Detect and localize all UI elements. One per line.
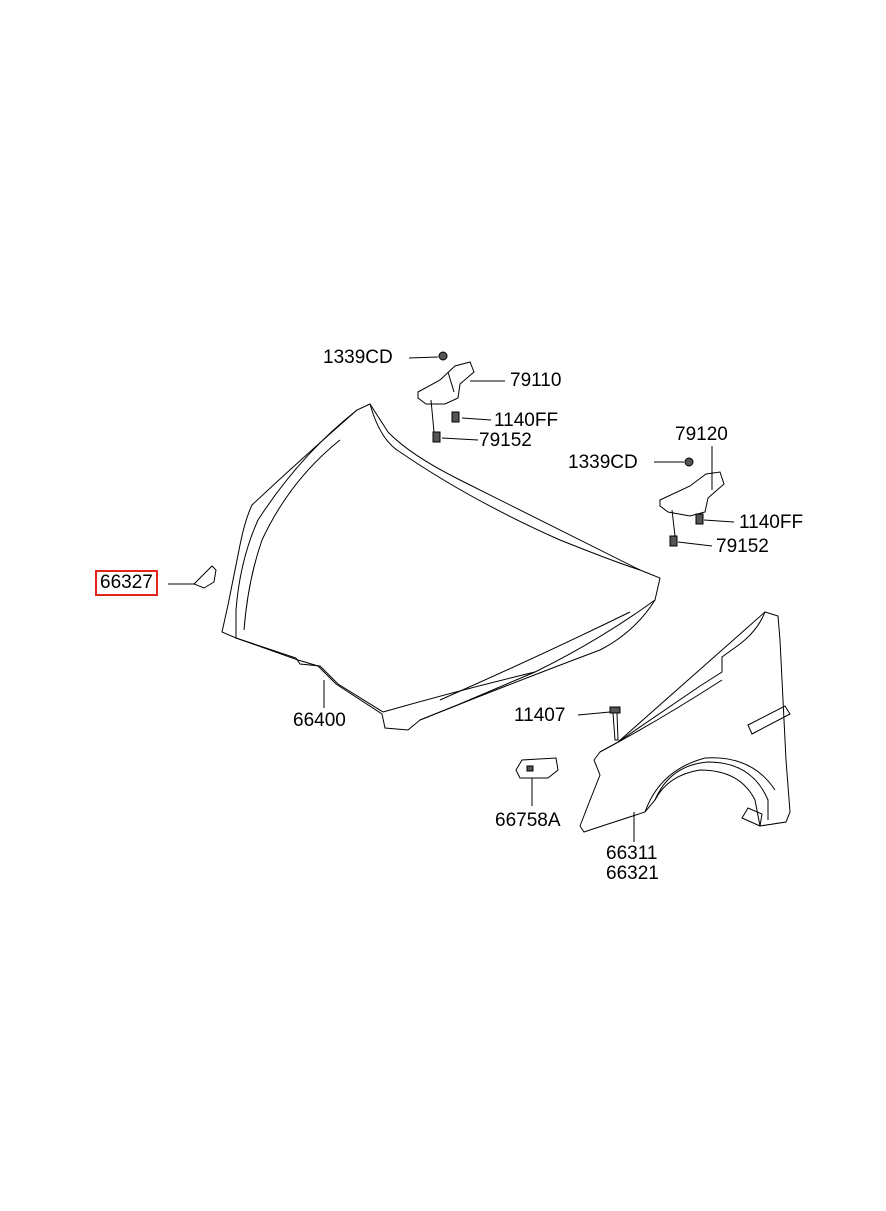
bolt-11407-shape[interactable] [609, 706, 621, 741]
label-66400[interactable]: 66400 [293, 710, 346, 731]
stay-clip-66327[interactable] [193, 565, 217, 589]
hinge-79110[interactable] [417, 351, 475, 443]
label-66327-highlighted[interactable]: 66327 [95, 570, 158, 596]
label-1339cd-b[interactable]: 1339CD [568, 452, 638, 473]
label-79152-b[interactable]: 79152 [716, 536, 769, 557]
leader-11407 [577, 711, 611, 716]
label-11407[interactable]: 11407 [514, 705, 566, 726]
label-66321[interactable]: 66321 [606, 863, 659, 884]
fender-panel[interactable] [579, 611, 791, 833]
label-1140ff-a[interactable]: 1140FF [494, 410, 559, 431]
label-79110[interactable]: 79110 [510, 370, 562, 391]
bracket-66758a-shape[interactable] [515, 757, 559, 779]
hood-panel[interactable] [221, 403, 661, 731]
label-1339cd-a[interactable]: 1339CD [323, 347, 393, 368]
label-1140ff-b[interactable]: 1140FF [739, 512, 804, 533]
leader-79152-a [441, 437, 479, 441]
hinge-79120[interactable] [659, 457, 725, 547]
label-66311[interactable]: 66311 [606, 843, 658, 864]
label-66758a[interactable]: 66758A [495, 810, 561, 831]
leader-1140ff-a [461, 417, 492, 421]
label-79120[interactable]: 79120 [675, 424, 728, 445]
leader-1339cd-a [408, 356, 439, 359]
leader-79152-b [677, 541, 713, 547]
leader-1140ff-b [703, 519, 735, 523]
label-79152-a[interactable]: 79152 [479, 430, 532, 451]
